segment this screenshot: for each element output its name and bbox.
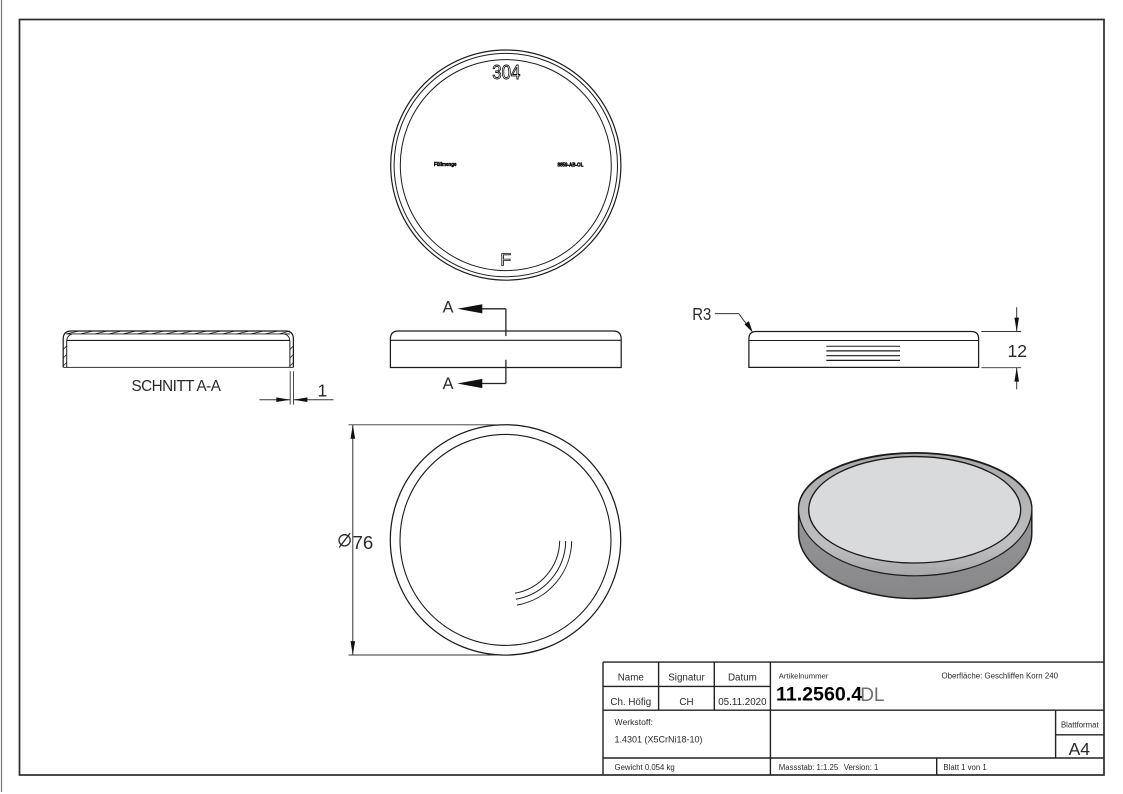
svg-text:A4: A4 <box>1069 739 1091 759</box>
svg-text:R3: R3 <box>692 305 711 324</box>
svg-text:Datum: Datum <box>728 672 757 683</box>
svg-text:Oberfläche: Geschliffen Korn: Oberfläche: Geschliffen Korn 240 <box>942 672 1059 681</box>
svg-text:Name: Name <box>618 672 645 683</box>
svg-text:Signatur: Signatur <box>668 672 705 683</box>
svg-text:Werkstoff:: Werkstoff: <box>615 717 653 727</box>
svg-text:Füllmenge: Füllmenge <box>434 162 457 169</box>
svg-text:DL: DL <box>860 685 884 706</box>
svg-text:76: 76 <box>353 532 374 553</box>
svg-text:1: 1 <box>318 381 328 401</box>
svg-text:Version: 1: Version: 1 <box>844 763 879 772</box>
svg-text:Artikelnummer: Artikelnummer <box>779 671 829 680</box>
svg-text:Ch. Höfig: Ch. Höfig <box>610 697 651 708</box>
svg-text:1.4301 (X5CrNi18-10): 1.4301 (X5CrNi18-10) <box>615 735 703 745</box>
svg-text:SCHNITT A-A: SCHNITT A-A <box>132 378 222 395</box>
svg-text:F: F <box>500 249 511 269</box>
svg-text:05.11.2020: 05.11.2020 <box>718 697 767 708</box>
svg-text:Massstab: 1:1.25: Massstab: 1:1.25 <box>779 763 839 772</box>
svg-text:CH: CH <box>679 697 693 708</box>
svg-text:11.2560.4: 11.2560.4 <box>776 683 862 705</box>
svg-text:Gewicht 0.054 kg: Gewicht 0.054 kg <box>615 763 675 772</box>
svg-text:Blattformat: Blattformat <box>1061 720 1100 729</box>
svg-text:Blatt 1 von 1: Blatt 1 von 1 <box>943 763 986 772</box>
svg-text:A: A <box>443 299 454 317</box>
svg-text:A: A <box>443 375 454 393</box>
svg-text:304: 304 <box>492 60 520 83</box>
svg-text:8859-AB-OL: 8859-AB-OL <box>558 162 585 169</box>
svg-text:12: 12 <box>1008 341 1027 361</box>
